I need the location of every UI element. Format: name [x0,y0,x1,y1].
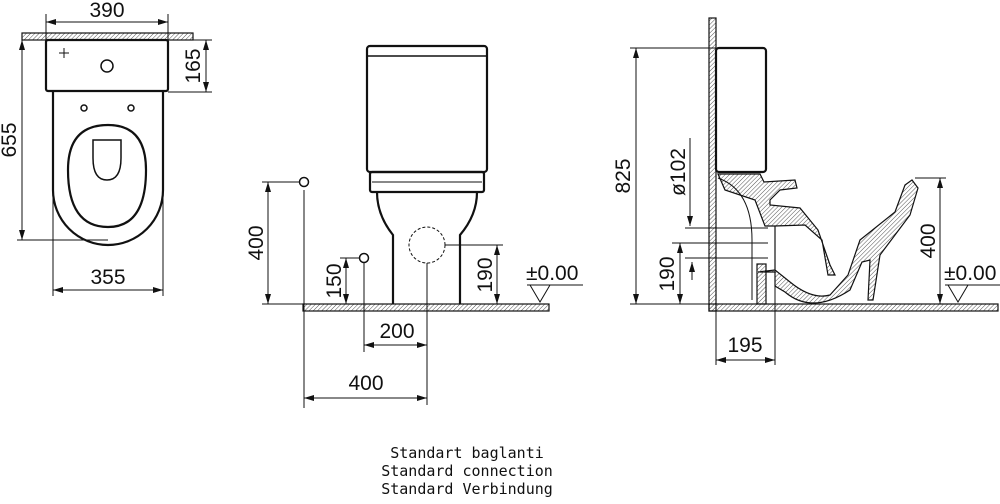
seat-hole-icon [127,104,135,112]
floor-section [302,303,550,312]
cistern [714,46,768,174]
pedestal [375,191,479,304]
bowl-section [717,173,919,304]
top-view: 390 165 655 355 [0,0,212,296]
caption-line-en: Standard connection [381,462,553,480]
side-view: 825 ø102 190 400 ±0.00 195 [612,17,1000,365]
front-view: 400 150 190 ±0.00 200 400 [245,44,583,408]
floor-level-label: ±0.00 [944,262,996,285]
floor-section [708,303,999,312]
cistern [365,44,489,174]
dim-150: 150 [323,263,346,298]
dim-390: 390 [89,0,124,22]
outlet-circle [408,226,446,264]
flush-button-icon [100,59,114,73]
bowl-opening [92,139,122,181]
dim-355: 355 [90,266,125,289]
seat [368,170,486,194]
inlet-point-icon [358,252,370,264]
caption-line-de: Standard Verbindung [381,480,553,498]
pipe-section [756,263,767,305]
dim-pipe-diameter: ø102 [667,148,690,196]
tap-hole-icon [59,48,69,58]
dim-400-seat: 400 [917,223,940,258]
dim-200: 200 [379,320,414,343]
bowl-outline [717,177,753,300]
dim-400-inlet: 400 [245,225,268,260]
inlet-point-icon [298,176,310,188]
dim-825: 825 [612,158,635,193]
dim-195: 195 [727,334,762,357]
seat-outline [66,123,148,229]
dim-190: 190 [474,257,497,292]
caption: Standart baglanti Standard connection St… [381,444,553,498]
cistern-top [44,38,170,93]
seat-hole-icon [80,104,88,112]
dim-400-offset: 400 [348,372,383,395]
level-marker-icon [945,284,1000,303]
caption-line-tr: Standart baglanti [390,444,544,462]
dim-165: 165 [182,48,205,83]
bowl-outline [51,92,165,247]
dim-655: 655 [0,122,21,157]
dim-190: 190 [656,256,679,291]
level-marker-icon [527,284,583,303]
floor-level-label: ±0.00 [526,262,578,285]
